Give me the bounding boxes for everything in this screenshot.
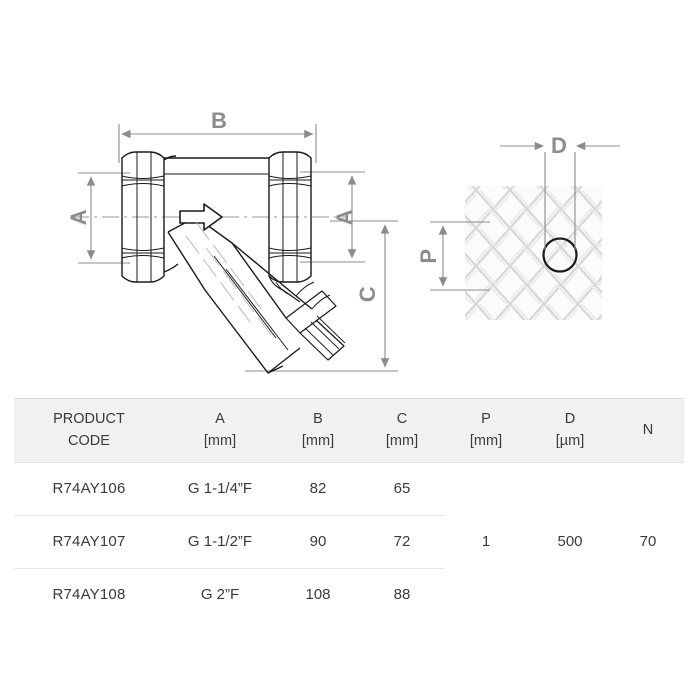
specification-table: PRODUCT CODE A [mm] B [mm] C [mm] — [14, 398, 684, 621]
column-header-letter: C — [396, 411, 408, 427]
technical-drawing-area: B A A C D P — [66, 108, 620, 374]
dimension-D — [500, 141, 620, 250]
cell-d-spanned: 500 — [528, 462, 612, 621]
dimension-label-B: B — [211, 108, 228, 133]
dimension-B — [118, 124, 317, 163]
dimension-label-A-left: A — [66, 208, 91, 226]
valve-body-drawing — [72, 151, 348, 374]
cell-c: 88 — [360, 568, 444, 621]
column-header-letter: A — [215, 411, 225, 427]
mesh-hole-circle — [542, 237, 578, 273]
table-header-row: PRODUCT CODE A [mm] B [mm] C [mm] — [14, 398, 684, 463]
column-header-d: D [µm] — [528, 398, 612, 463]
column-header-unit: [mm] — [301, 432, 335, 449]
dimension-P — [430, 221, 490, 291]
dimension-label-P: P — [416, 248, 441, 264]
cell-product-code: R74AY108 — [14, 568, 164, 621]
column-header-unit: [mm] — [469, 432, 503, 449]
column-header-letter: N — [642, 421, 654, 438]
table-row[interactable]: R74AY108 G 2”F 108 88 — [14, 568, 684, 621]
cell-p-spanned: 1 — [444, 462, 528, 621]
cell-product-code: R74AY107 — [14, 515, 164, 569]
filter-mesh-pattern — [465, 186, 602, 320]
column-header-letter: D — [564, 411, 576, 427]
cell-n-spanned: 70 — [612, 462, 684, 621]
table-row[interactable]: R74AY107 G 1-1/2”F 90 72 — [14, 515, 684, 569]
column-header-line2: CODE — [68, 432, 110, 449]
cell-b: 82 — [276, 462, 360, 516]
dimension-label-C: C — [355, 285, 380, 303]
specification-table-wrapper: PRODUCT CODE A [mm] B [mm] C [mm] — [14, 398, 684, 621]
column-header-unit: [mm] — [203, 432, 237, 449]
cell-a: G 2”F — [164, 568, 276, 621]
column-header-a: A [mm] — [164, 398, 276, 463]
flow-direction-arrow — [179, 203, 223, 231]
column-header-unit: [µm] — [555, 432, 585, 449]
column-header-product-code: PRODUCT CODE — [14, 398, 164, 463]
table-row[interactable]: R74AY106 G 1-1/4”F 82 65 1 500 70 — [14, 462, 684, 621]
table-body: R74AY106 G 1-1/4”F 82 65 1 500 70 R74AY1… — [14, 462, 684, 621]
column-header-p: P [mm] — [444, 398, 528, 463]
cell-a: G 1-1/4”F — [164, 462, 276, 516]
column-header-b: B [mm] — [276, 398, 360, 463]
column-header-n: N — [612, 398, 684, 463]
cell-c: 65 — [360, 462, 444, 516]
cell-b: 90 — [276, 515, 360, 569]
table-header: PRODUCT CODE A [mm] B [mm] C [mm] — [14, 398, 684, 463]
column-header-line1: PRODUCT — [53, 411, 125, 427]
cell-c: 72 — [360, 515, 444, 569]
column-header-c: C [mm] — [360, 398, 444, 463]
column-header-letter: P — [481, 411, 491, 427]
column-header-letter: B — [313, 411, 323, 427]
dimension-label-D: D — [551, 133, 568, 158]
cell-a: G 1-1/2”F — [164, 515, 276, 569]
cell-product-code: R74AY106 — [14, 462, 164, 516]
column-header-unit: [mm] — [385, 432, 419, 449]
dimension-label-A-right: A — [332, 208, 357, 226]
cell-b: 108 — [276, 568, 360, 621]
